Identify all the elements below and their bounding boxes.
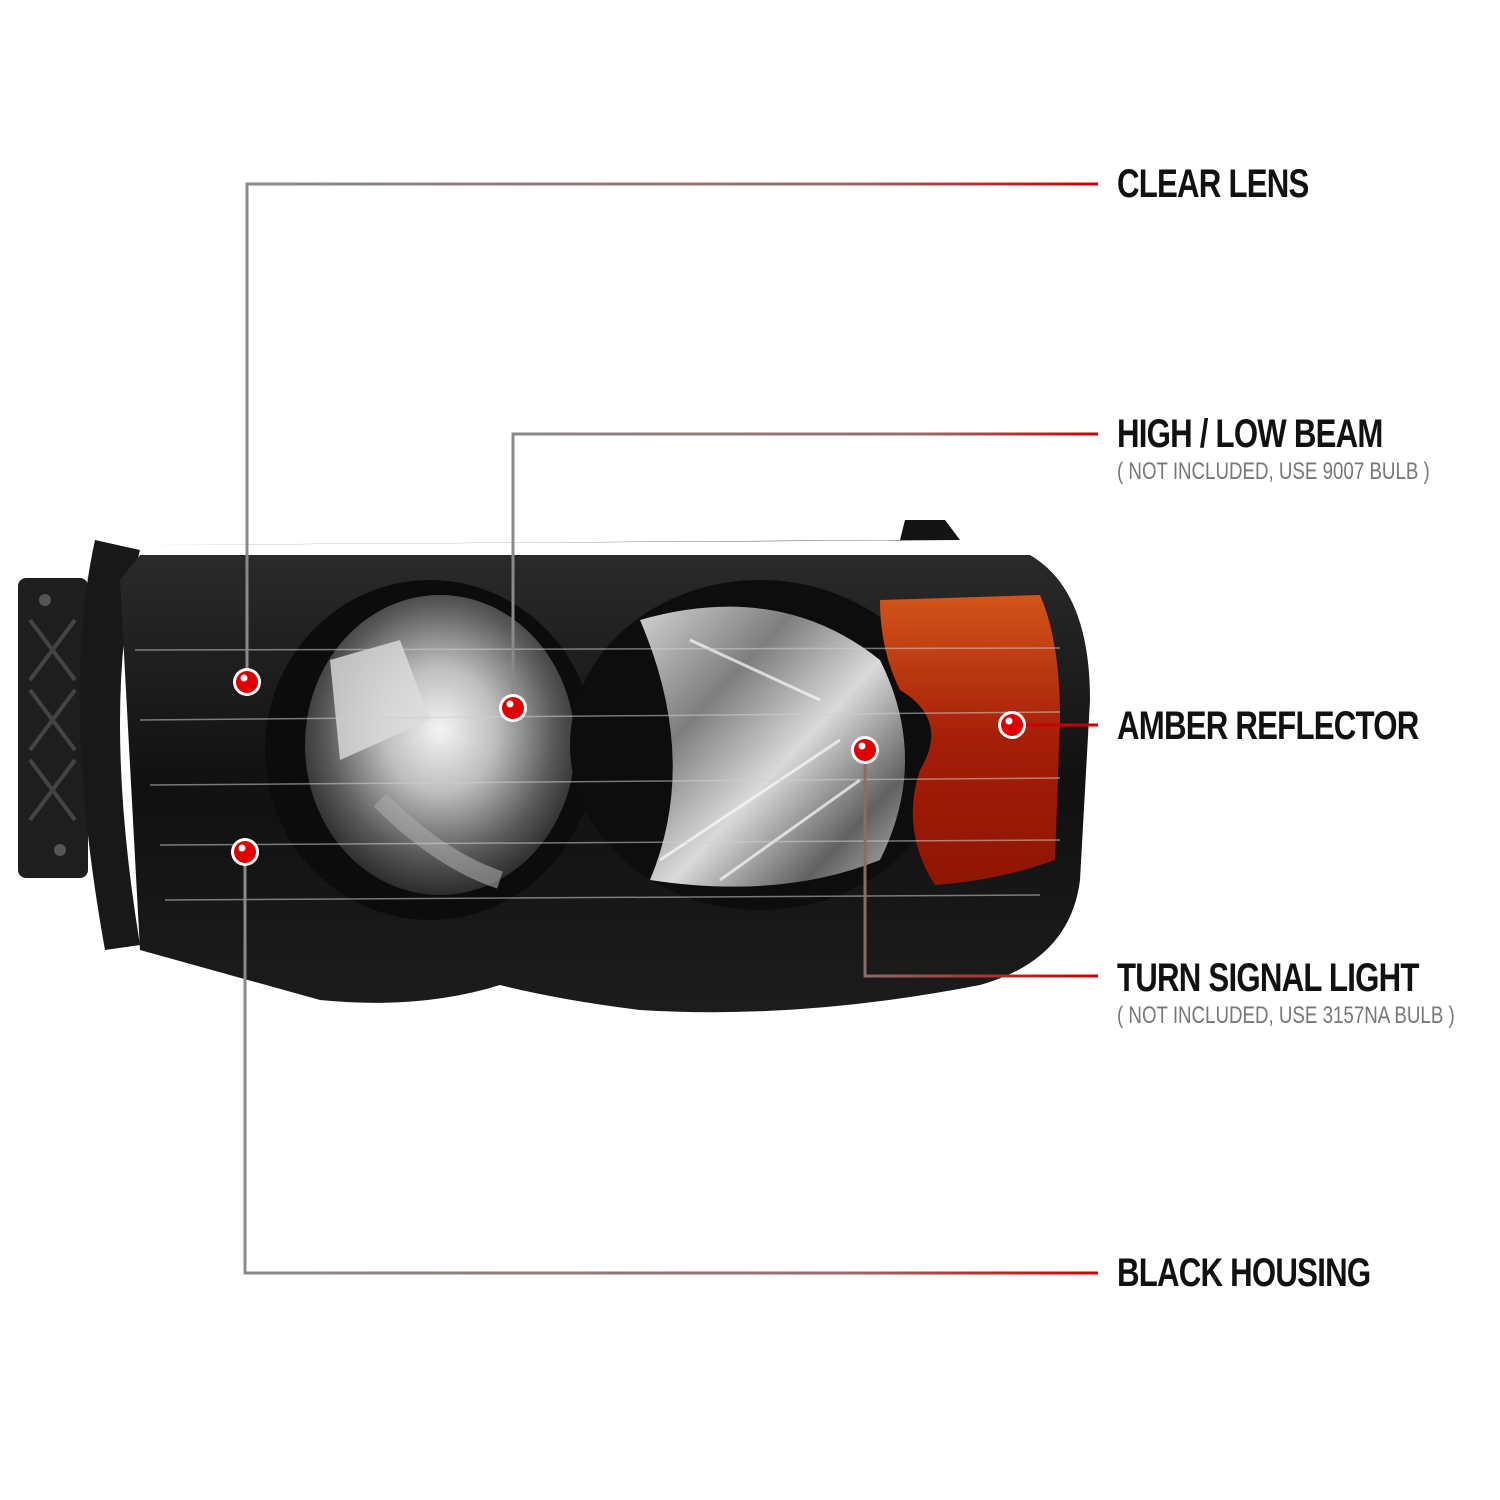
- callout-label-high-low-beam: HIGH / LOW BEAM: [1117, 412, 1383, 456]
- mounting-bracket: [18, 578, 88, 878]
- callout-label-black-housing: BLACK HOUSING: [1117, 1251, 1371, 1295]
- callout-dot-amber-reflector: [998, 711, 1026, 739]
- callout-label-clear-lens: CLEAR LENS: [1117, 162, 1309, 206]
- callout-dot-turn-signal: [851, 736, 879, 764]
- callout-sublabel-turn-signal-light: ( NOT INCLUDED, USE 3157NA BULB ): [1117, 1002, 1455, 1029]
- callout-dot-clear-lens: [233, 668, 261, 696]
- callout-sublabel-high-low-beam: ( NOT INCLUDED, USE 9007 BULB ): [1117, 458, 1430, 485]
- callout-dot-high-low-beam: [499, 694, 527, 722]
- callout-dot-black-housing: [231, 838, 259, 866]
- callout-label-turn-signal-light: TURN SIGNAL LIGHT: [1117, 956, 1419, 1000]
- callout-label-amber-reflector: AMBER REFLECTOR: [1117, 704, 1419, 748]
- amber-reflector-shape: [880, 595, 1060, 885]
